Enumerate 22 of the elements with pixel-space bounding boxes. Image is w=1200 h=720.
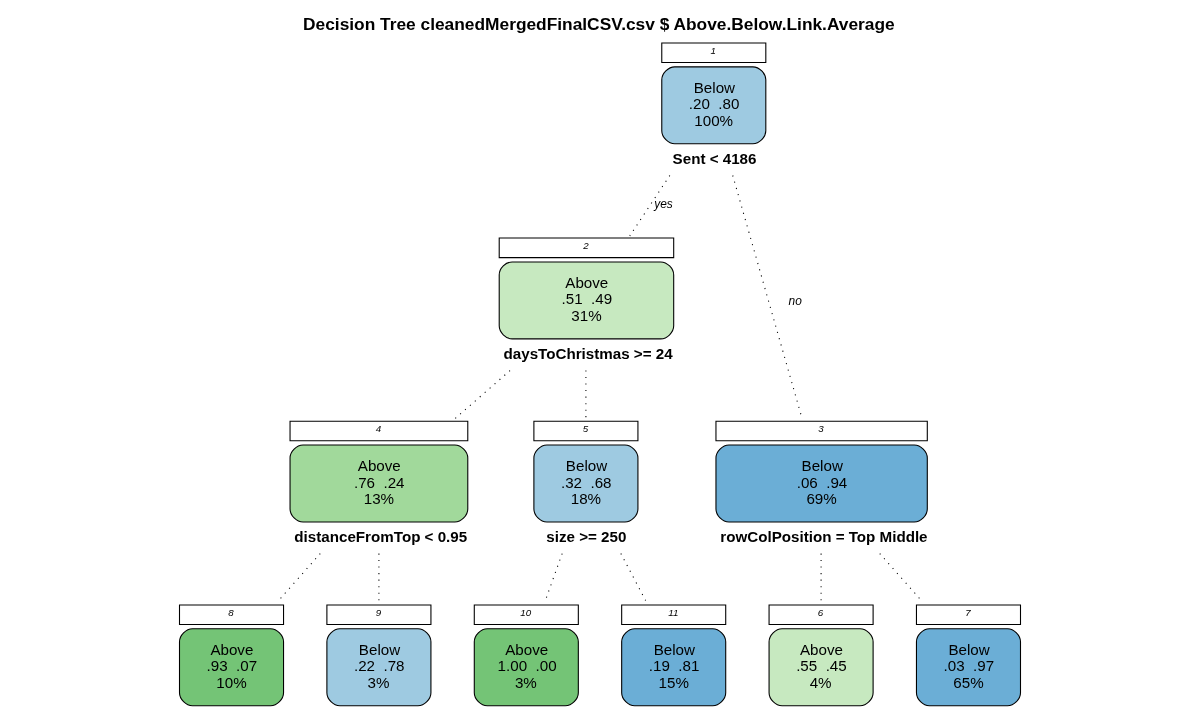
node-label: 5 [582,423,589,435]
diagram-title: Decision Tree cleanedMergedFinalCSV.csv $ Above.Below.Link.Average [303,13,895,34]
edge-label: no [788,294,802,309]
node-label: size >= 250 [546,527,627,545]
connector [620,553,647,603]
node-label: rowColPosition = Top Middle [720,527,928,545]
node-label: 6 [817,606,824,618]
node-label: Sent < 4186 [672,149,757,167]
node-label: distanceFromTop < 0.95 [294,527,468,545]
edge-label: yes [654,196,673,211]
node-label: 10 [520,606,532,618]
connector [629,174,671,237]
node-label: 1 [710,45,716,57]
node-label: 4 [375,423,382,435]
node-label: daysToChristmas >= 24 [503,344,673,362]
node-label: 11 [668,606,679,618]
connector [454,370,511,420]
node-label: 3 [818,423,824,435]
node-label: 8 [228,606,234,618]
node-label: 7 [965,606,971,618]
node-label: 2 [583,240,589,252]
node-label: 9 [375,606,382,618]
